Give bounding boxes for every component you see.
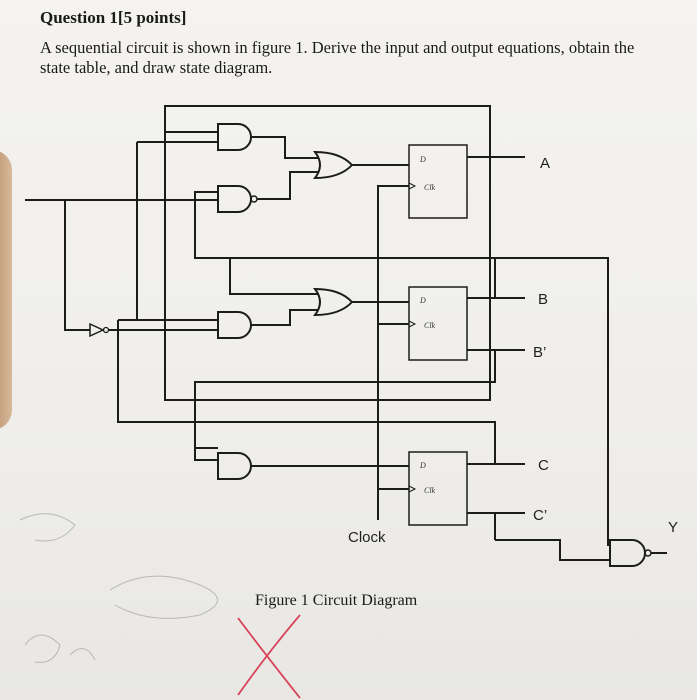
input-inverter bbox=[89, 322, 105, 338]
red-x-mark bbox=[237, 614, 301, 699]
output-label-a: A bbox=[540, 155, 550, 172]
question-title: Question 1[5 points] bbox=[40, 8, 187, 27]
output-label-c: C bbox=[538, 457, 549, 474]
ff-a-d-label: D bbox=[419, 155, 426, 164]
question-body: A sequential circuit is shown in figure … bbox=[40, 38, 635, 77]
output-label-b-not: B’ bbox=[533, 344, 546, 361]
flip-flop-b: D Clk bbox=[408, 286, 468, 361]
pencil-scribbles bbox=[19, 513, 218, 663]
output-label-b: B bbox=[538, 291, 548, 308]
output-label-c-not: C’ bbox=[533, 507, 547, 524]
input-inverter-bubble bbox=[102, 326, 110, 334]
flip-flop-a: D Clk bbox=[408, 144, 468, 219]
and-gate-2 bbox=[217, 185, 252, 213]
or-gate-1 bbox=[312, 150, 354, 180]
finger-edge bbox=[0, 150, 12, 430]
flip-flop-c: D Clk bbox=[408, 451, 468, 526]
figure-caption: Figure 1 Circuit Diagram bbox=[255, 592, 418, 609]
clock-label: Clock bbox=[348, 529, 386, 546]
ff-a-clk-label: Clk bbox=[424, 183, 436, 192]
wires bbox=[25, 105, 667, 561]
and-gate-3 bbox=[217, 311, 252, 339]
and-gate-4 bbox=[217, 452, 252, 480]
ff-c-d-label: D bbox=[419, 461, 426, 470]
ff-b-clk-label: Clk bbox=[424, 321, 436, 330]
or-gate-2 bbox=[312, 287, 354, 317]
and-gate-1 bbox=[217, 123, 252, 151]
ff-c-clk-label: Clk bbox=[424, 486, 436, 495]
ff-b-d-label: D bbox=[419, 296, 426, 305]
output-label-y: Y bbox=[668, 519, 678, 536]
and-gate-output bbox=[609, 539, 646, 567]
